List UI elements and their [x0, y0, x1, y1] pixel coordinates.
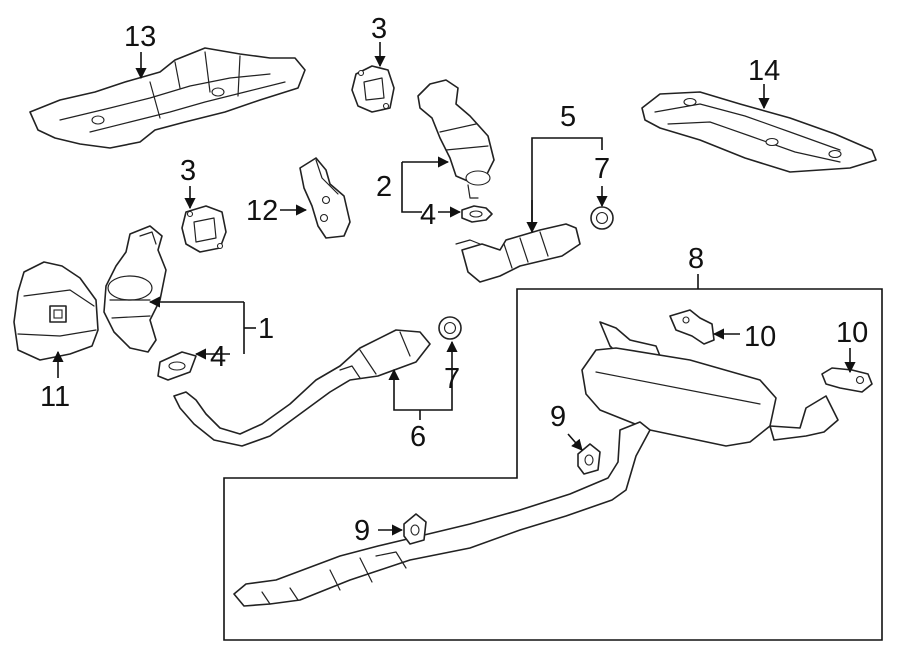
callout-6: 6 — [410, 421, 426, 453]
callout-10-right: 10 — [836, 317, 868, 349]
callout-13: 13 — [124, 21, 156, 53]
callout-9-lower: 9 — [354, 515, 370, 547]
hanger-9-lower — [403, 513, 427, 545]
bracket-10-left — [669, 309, 715, 345]
callout-1: 1 — [258, 313, 274, 345]
callout-2: 2 — [376, 171, 392, 203]
leader-lines — [52, 42, 856, 536]
gasket-4-lower — [157, 351, 197, 381]
gasket-7-lower — [438, 316, 462, 340]
callout-8: 8 — [688, 243, 704, 275]
heat-shield-13 — [29, 47, 306, 149]
assembly-8-box — [223, 288, 883, 641]
callout-14: 14 — [748, 55, 780, 87]
gasket-3-left — [181, 205, 227, 253]
callout-4-upper: 4 — [420, 199, 436, 231]
heat-shield-11 — [13, 261, 99, 361]
callout-7-lower: 7 — [444, 363, 460, 395]
callout-12: 12 — [246, 195, 278, 227]
callout-labels: 13 3 14 5 3 2 7 12 4 8 1 10 10 4 7 11 9 … — [40, 13, 868, 547]
bracket-12 — [299, 157, 351, 239]
callout-9-upper: 9 — [550, 401, 566, 433]
catalytic-converter-1 — [103, 225, 167, 353]
hanger-9-upper — [577, 443, 601, 475]
gasket-7-upper — [590, 206, 614, 230]
callout-3-left: 3 — [180, 155, 196, 187]
intermediate-pipe-6 — [173, 329, 431, 447]
gasket-4-upper — [461, 205, 493, 223]
bracket-10-right — [821, 367, 873, 393]
callout-5: 5 — [560, 101, 576, 133]
gasket-3-upper — [351, 65, 395, 113]
pipe-assembly-5 — [455, 223, 581, 283]
callout-4-lower: 4 — [210, 341, 226, 373]
catalytic-converter-2 — [417, 79, 495, 199]
heat-shield-14 — [641, 91, 877, 173]
callout-3-upper: 3 — [371, 13, 387, 45]
callout-11: 11 — [40, 381, 70, 413]
muffler-assembly-8 — [233, 321, 839, 607]
callout-7-upper: 7 — [594, 153, 610, 185]
callout-10-left: 10 — [744, 321, 776, 353]
